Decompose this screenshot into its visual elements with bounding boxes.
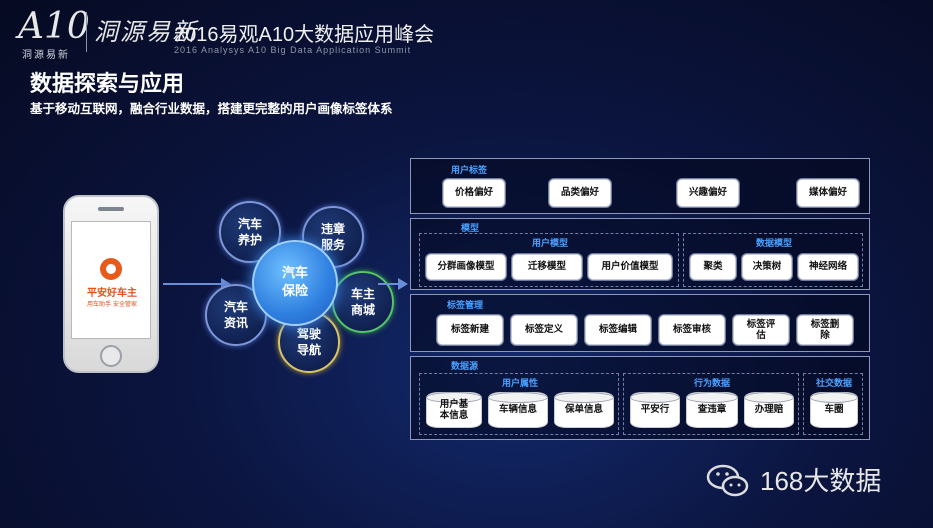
group-data-model: 数据模型 聚类 决策树 神经网络 bbox=[683, 233, 863, 287]
tag-interest-preference: 兴趣偏好 bbox=[677, 179, 739, 207]
layer-label: 数据源 bbox=[451, 362, 479, 372]
logo-subtitle: 洞源易新 bbox=[22, 50, 70, 61]
source-policy-info: 保单信息 bbox=[554, 392, 614, 428]
tag-media-preference: 媒体偏好 bbox=[797, 179, 859, 207]
phone-screen: 平安好车主 用车助手 安全管家 bbox=[71, 221, 151, 339]
tag-define: 标签定义 bbox=[511, 315, 577, 345]
phone-home-button bbox=[100, 345, 122, 367]
group-behavior-data: 行为数据 平安行 查违章 办理赔 bbox=[623, 373, 799, 435]
source-label: 办理赔 bbox=[754, 404, 784, 416]
source-label: 保单信息 bbox=[564, 404, 603, 416]
phone-mockup: 平安好车主 用车助手 安全管家 bbox=[63, 195, 159, 373]
bubble-car-insurance: 汽车 保险 bbox=[252, 240, 338, 326]
source-user-basic-info: 用户基 本信息 bbox=[426, 392, 482, 428]
bubble-car-news: 汽车 资讯 bbox=[205, 284, 267, 346]
group-label: 数据模型 bbox=[755, 239, 792, 249]
model-neural-network: 神经网络 bbox=[798, 254, 858, 280]
arrow-right-icon-2 bbox=[378, 283, 400, 285]
model-migration: 迁移模型 bbox=[512, 254, 582, 280]
page-title: 数据探索与应用 bbox=[30, 72, 185, 97]
layer-label: 标签管理 bbox=[447, 301, 484, 311]
layer-label: 用户标签 bbox=[451, 166, 488, 176]
group-label: 用户模型 bbox=[531, 239, 568, 249]
source-label: 平安行 bbox=[640, 404, 670, 416]
logo-a10: A10 bbox=[18, 6, 90, 47]
tag-create: 标签新建 bbox=[437, 315, 503, 345]
arrow-head-icon bbox=[221, 278, 231, 290]
source-car-circle: 车圈 bbox=[810, 392, 858, 428]
calligraphy-logo: 洞源易新 bbox=[94, 18, 198, 46]
layer-data-source: 数据源 用户属性 用户基 本信息 车辆信息 保单信息 行为数据 平安行 查违章 … bbox=[410, 356, 870, 440]
layer-label: 模型 bbox=[461, 224, 480, 234]
group-label: 用户属性 bbox=[501, 379, 538, 389]
group-user-model: 用户模型 分群画像模型 迁移模型 用户价值模型 bbox=[419, 233, 679, 287]
source-vehicle-info: 车辆信息 bbox=[488, 392, 548, 428]
group-social-data: 社交数据 车圈 bbox=[803, 373, 863, 435]
wechat-icon bbox=[706, 464, 749, 497]
source-label: 查违章 bbox=[697, 404, 727, 416]
tag-price-preference: 价格偏好 bbox=[443, 179, 505, 207]
app-name: 平安好车主 bbox=[87, 288, 137, 299]
group-label: 社交数据 bbox=[815, 379, 852, 389]
source-pingan-xing: 平安行 bbox=[630, 392, 680, 428]
bubble-owner-mall: 车主 商城 bbox=[332, 271, 394, 333]
layer-user-tags: 用户标签 价格偏好 品类偏好 兴趣偏好 媒体偏好 bbox=[410, 158, 870, 214]
page-subtitle: 基于移动互联网，融合行业数据，搭建更完整的用户画像标签体系 bbox=[30, 101, 393, 116]
watermark-text: 168大数据 bbox=[760, 466, 882, 496]
tag-review: 标签审核 bbox=[659, 315, 725, 345]
tag-evaluate: 标签评 估 bbox=[733, 315, 789, 345]
arrow-right-icon bbox=[163, 283, 223, 285]
model-clustering: 聚类 bbox=[690, 254, 736, 280]
model-user-value: 用户价值模型 bbox=[588, 254, 672, 280]
model-segment-portrait: 分群画像模型 bbox=[426, 254, 506, 280]
arrow-head-icon-2 bbox=[398, 278, 408, 290]
tag-edit: 标签编辑 bbox=[585, 315, 651, 345]
group-user-attributes: 用户属性 用户基 本信息 车辆信息 保单信息 bbox=[419, 373, 619, 435]
summit-subtitle: 2016 Analysys A10 Big Data Application S… bbox=[174, 45, 412, 55]
tag-category-preference: 品类偏好 bbox=[549, 179, 611, 207]
layer-tag-management: 标签管理 标签新建 标签定义 标签编辑 标签审核 标签评 估 标签删 除 bbox=[410, 294, 870, 352]
source-claims: 办理赔 bbox=[744, 392, 794, 428]
layer-model: 模型 用户模型 分群画像模型 迁移模型 用户价值模型 数据模型 聚类 决策树 神… bbox=[410, 218, 870, 290]
source-label: 车圈 bbox=[824, 404, 844, 416]
source-label: 车辆信息 bbox=[498, 404, 537, 416]
model-decision-tree: 决策树 bbox=[742, 254, 792, 280]
source-label: 用户基 本信息 bbox=[439, 398, 469, 421]
header-divider bbox=[86, 12, 87, 52]
app-tagline: 用车助手 安全管家 bbox=[87, 301, 137, 308]
source-violation-query: 查违章 bbox=[686, 392, 738, 428]
summit-title: 2016易观A10大数据应用峰会 bbox=[174, 24, 435, 46]
tag-delete: 标签删 除 bbox=[797, 315, 853, 345]
group-label: 行为数据 bbox=[693, 379, 730, 389]
phone-speaker bbox=[98, 207, 124, 211]
app-logo-icon bbox=[100, 258, 122, 280]
